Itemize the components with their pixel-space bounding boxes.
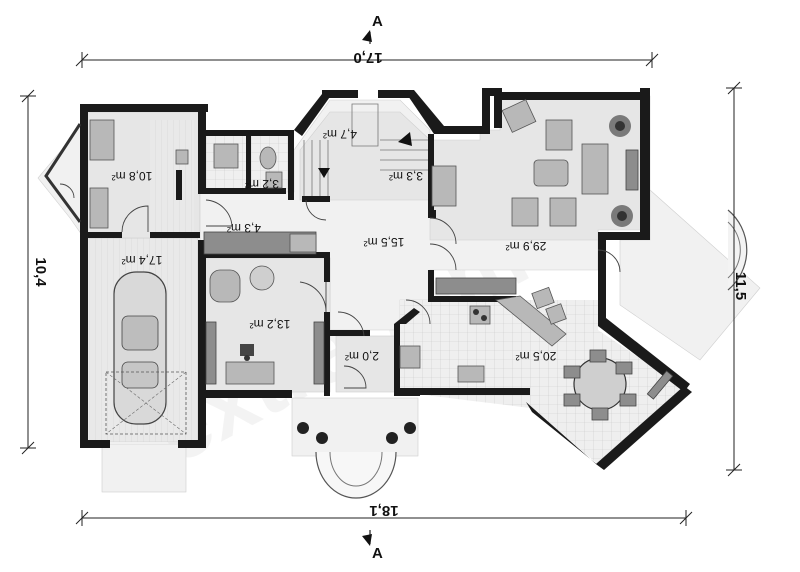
room-label-kitchen-dining: 20,5 m²: [516, 349, 557, 363]
dining-table: [563, 349, 637, 421]
section-marker-bottom: A: [362, 530, 383, 562]
room-label-main-hall: 15,5 m²: [364, 235, 405, 249]
svg-text:A: A: [372, 13, 383, 30]
room-label-storage: 3,3 m²: [389, 169, 423, 183]
room-label-garage: 17,4 m²: [122, 253, 163, 267]
dimension-width-top: 17,0: [353, 49, 382, 66]
room-label-utility: 10,8 m²: [112, 169, 153, 183]
entrance-steps: [297, 422, 416, 499]
dimension-height-right: 11,5: [732, 272, 749, 300]
furniture: [89, 99, 674, 435]
dimension-right: 11,5: [726, 81, 749, 477]
room-label-stair-hall: 4,7 m²: [323, 127, 357, 141]
terrace-bay: [727, 209, 748, 291]
svg-text:A: A: [372, 545, 383, 562]
car-icon: [105, 271, 187, 435]
doors: [59, 183, 621, 389]
dimension-top: 17,0: [75, 49, 659, 68]
room-label-wc: 3,2 m²: [245, 177, 279, 191]
plant-icon: [611, 205, 633, 227]
dimension-width-bottom: 18,1: [369, 502, 398, 519]
room-labels: 10,8 m² 3,2 m² 4,3 m² 4,7 m² 3,3 m² 17,4…: [112, 127, 557, 363]
room-label-hall-corridor: 4,3 m²: [227, 221, 261, 235]
section-marker-top: A: [362, 13, 383, 44]
room-label-study: 13,2 m²: [250, 317, 291, 331]
dimension-height-left: 10,4: [32, 257, 49, 287]
staircase: [303, 103, 428, 196]
dimension-bottom: 18,1: [75, 502, 693, 526]
room-label-living: 29,9 m²: [506, 239, 547, 253]
room-label-closet: 2,0 m²: [345, 349, 379, 363]
walls: [80, 88, 692, 470]
floors: [37, 95, 761, 493]
dimension-left: 10,4: [20, 89, 49, 455]
plant-icon: [609, 115, 631, 137]
left-bay: [44, 123, 82, 223]
office-chair-icon: [240, 344, 254, 361]
